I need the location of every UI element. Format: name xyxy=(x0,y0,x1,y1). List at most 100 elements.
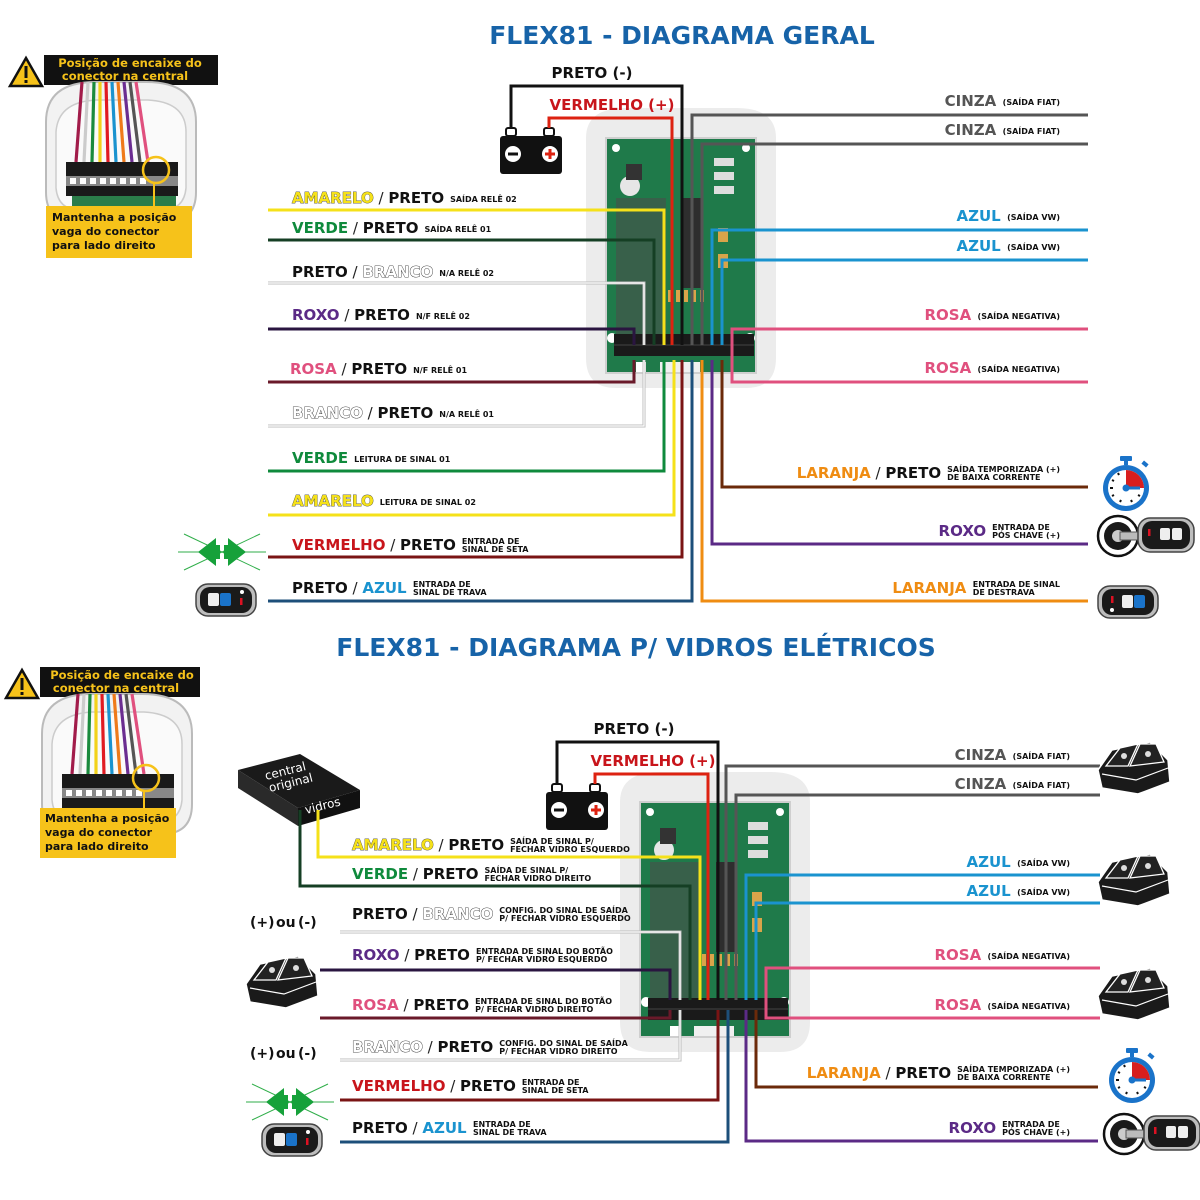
wire-label: AMARELO / PRETO xyxy=(352,836,504,854)
wire-line xyxy=(268,238,656,345)
wire-color-primary: AMARELO xyxy=(292,189,374,207)
diagram-windows: FLEX81 - DIAGRAMA P/ VIDROS ELÉTRICOS Po… xyxy=(4,633,1200,1157)
warning-line-1: Posição de encaixe do xyxy=(58,56,202,70)
wire-color-primary: ROSA xyxy=(352,996,399,1014)
wire-description-line-2: SINAL DE TRAVA xyxy=(473,1128,547,1137)
flex81-module-board xyxy=(619,771,811,1053)
wire-cinza-right-0: CINZA(SAÍDA FIAT) xyxy=(724,746,1100,1000)
power-positive-label: VERMELHO (+) xyxy=(591,752,716,770)
wire-label: LARANJA / PRETO xyxy=(807,1064,951,1082)
wire-color-primary: AZUL xyxy=(966,882,1011,900)
wire-line xyxy=(340,1010,730,1144)
wire-description-line-2: P/ FECHAR VIDRO ESQUERDO xyxy=(476,955,608,964)
wire-label: VERMELHO / PRETO xyxy=(292,536,456,554)
wire-label: CINZA xyxy=(945,92,997,110)
remote-unlock-icon xyxy=(1097,585,1159,619)
wire-description-line-1: SAÍDA DE SINAL P/ xyxy=(484,864,568,875)
wire-line xyxy=(754,1010,1098,1089)
wire-separator: / xyxy=(881,1064,896,1082)
wire-color-primary: CINZA xyxy=(955,746,1007,764)
wire-label: ROSA xyxy=(934,996,981,1014)
wire-separator: / xyxy=(399,996,414,1014)
wire-color-secondary: PRETO xyxy=(354,306,410,324)
wire-color-primary: PRETO xyxy=(352,1119,408,1137)
window-switch-fiat-icon xyxy=(1097,741,1171,795)
wire-separator: / xyxy=(348,219,363,237)
warning-line-2: conector na central xyxy=(53,681,179,695)
wire-description-line-1: SAÍDA TEMPORIZADA (+) xyxy=(947,463,1060,474)
wire-line xyxy=(754,901,1100,1000)
wire-preto-gnd xyxy=(509,84,684,345)
wire-preto-branco-left-2: PRETO / BRANCO N/A RELÊ 02 xyxy=(268,263,646,345)
wire-description-line-1: LEITURA DE SINAL 02 xyxy=(380,498,476,507)
wire-label: AMARELO / PRETO xyxy=(292,189,444,207)
wire-line xyxy=(268,360,666,473)
warning-icon xyxy=(8,56,44,88)
stopwatch-icon xyxy=(1107,1046,1157,1105)
wire-line-inner xyxy=(340,931,681,1000)
wire-separator: / xyxy=(434,836,449,854)
wire-separator: / xyxy=(348,579,363,597)
wire-color-secondary: PRETO xyxy=(400,536,456,554)
wire-label: LARANJA / PRETO xyxy=(797,464,941,482)
wire-label: VERDE xyxy=(292,449,348,467)
wire-label: ROXO xyxy=(949,1119,997,1137)
wire-line-inner xyxy=(268,360,645,427)
svg-text:ou: ou xyxy=(276,915,296,931)
wire-label: ROSA xyxy=(934,946,981,964)
wire-line xyxy=(720,258,1088,345)
svg-text:(-): (-) xyxy=(298,1046,317,1062)
wire-description-line-2: SINAL DE SETA xyxy=(522,1086,589,1095)
note-line-3: para lado direito xyxy=(52,239,156,252)
wire-description-line-1: N/A RELÊ 01 xyxy=(439,408,494,419)
wire-color-primary: VERDE xyxy=(292,219,348,237)
power-negative-label: PRETO (-) xyxy=(594,720,675,738)
wire-line xyxy=(268,360,684,559)
wire-color-secondary: PRETO xyxy=(363,219,419,237)
wire-color-primary: ROSA xyxy=(290,360,337,378)
wire-description-line-2: DE BAIXA CORRENTE xyxy=(957,1073,1050,1082)
wire-description-line-1: CONFIG. DO SINAL DE SAÍDA xyxy=(499,1037,628,1048)
wire-color-primary: CINZA xyxy=(945,121,997,139)
wire-description-line-2: DE BAIXA CORRENTE xyxy=(947,473,1040,482)
wire-label: AZUL xyxy=(956,237,1001,255)
note-line-2: vaga do conector xyxy=(52,225,160,238)
wire-cinza-right-1: CINZA(SAÍDA FIAT) xyxy=(700,121,1088,345)
wire-description-line-1: (SAÍDA NEGATIVA) xyxy=(988,950,1070,961)
wire-color-secondary: PRETO xyxy=(448,836,504,854)
wire-description-line-2: FECHAR VIDRO DIREITO xyxy=(484,874,591,883)
wire-description-line-1: ENTRADA DE xyxy=(992,523,1050,532)
wire-description-line-1: (SAÍDA NEGATIVA) xyxy=(978,310,1060,321)
wire-separator: / xyxy=(423,1038,438,1056)
wire-color-primary: VERDE xyxy=(292,449,348,467)
wire-description-line-2: PÓS CHAVE (+) xyxy=(992,529,1060,540)
power-negative-label: PRETO (-) xyxy=(552,64,633,82)
wire-line xyxy=(710,228,1088,345)
wire-line xyxy=(298,810,692,1000)
wire-color-primary: AMARELO xyxy=(292,492,374,510)
wire-label: PRETO / AZUL xyxy=(352,1119,467,1137)
wire-description-line-2: FECHAR VIDRO ESQUERDO xyxy=(510,845,630,854)
wire-description-line-1: ENTRADA DE xyxy=(462,537,520,546)
wire-description-line-2: PÓS CHAVE (+) xyxy=(1002,1126,1070,1137)
wire-color-secondary: PRETO xyxy=(895,1064,951,1082)
wire-color-secondary: AZUL xyxy=(422,1119,467,1137)
wire-description-line-1: N/A RELÊ 02 xyxy=(439,267,494,278)
wire-description-line-2: P/ FECHAR VIDRO DIREITO xyxy=(475,1005,593,1014)
wire-label: BRANCO / PRETO xyxy=(352,1038,493,1056)
wire-azul-right-2: AZUL(SAÍDA VW) xyxy=(744,853,1100,1000)
wire-label: CINZA xyxy=(955,746,1007,764)
wire-label: LARANJA xyxy=(892,579,966,597)
window-switch-negative-icon xyxy=(1097,967,1171,1021)
wire-label: PRETO / BRANCO xyxy=(292,263,433,281)
polarity-label-2: (+) ou (-) xyxy=(250,1046,317,1062)
